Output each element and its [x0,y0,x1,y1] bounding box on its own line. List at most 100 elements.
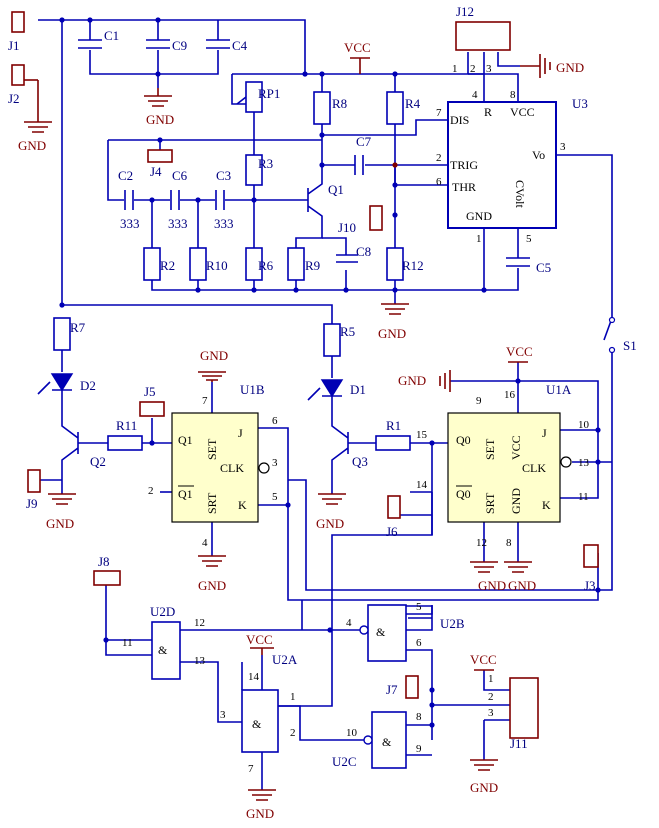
component-labels: J1 J2 GND C1 C9 C4 GND VCC J12 GND U3 RP… [8,4,637,821]
j1-header [11,11,25,33]
u1b-pin-3: 3 [272,457,278,469]
pin-2-trig: 2 [436,152,442,164]
label-c2-value: 333 [120,216,140,231]
ne555-thr: THR [452,180,476,194]
label-gnd-u1b: GND [200,348,228,363]
j12-pin-1: 1 [452,63,458,75]
u2c-body [371,711,407,769]
label-j10: J10 [338,220,356,235]
label-c4: C4 [232,38,248,53]
ne555-body [447,101,557,229]
u1a-pin-11: 11 [578,491,589,503]
j12-pin-3: 3 [486,63,492,75]
pin-8-vcc: 8 [510,89,516,101]
u1b-q1b: Q1 [178,487,193,501]
label-j4: J4 [150,164,162,179]
u1b-srt: SRT [205,492,219,514]
j2-header [11,64,25,86]
label-c7: C7 [356,134,372,149]
u1a-clk: CLK [522,461,546,475]
u1a-set: SET [483,438,497,460]
j10-header [369,205,383,231]
j5-header [139,401,165,417]
label-r5: R5 [340,324,355,339]
label-c5: C5 [536,260,551,275]
ne555-r: R [484,105,492,119]
label-u2a: U2A [272,652,298,667]
label-j1: J1 [8,38,20,53]
ne555-dis: DIS [450,113,469,127]
ne555-vcc: VCC [510,105,535,119]
label-c3-value: 333 [214,216,234,231]
ne555-cvolt: CVolt [513,180,527,208]
u1a-pin-9: 9 [476,395,482,407]
u2b-pin-4: 4 [346,617,352,629]
j3-header [583,544,599,568]
u1b-body [171,412,259,523]
u1b-clk: CLK [220,461,244,475]
pin-1-gnd: 1 [476,233,482,245]
u1b-pin-7: 7 [202,395,208,407]
u1a-body [447,412,561,523]
j11-pin-3: 3 [488,707,494,719]
label-j3: J3 [584,578,596,593]
label-u2c: U2C [332,754,357,769]
u1b-pin-4: 4 [202,537,208,549]
label-vcc-top: VCC [344,40,371,55]
label-c8: C8 [356,244,371,259]
middle-wiring [40,304,612,707]
u2c-pin-8: 8 [416,711,422,723]
ne555-trig: TRIG [450,158,478,172]
u2a-amp: & [252,717,262,731]
ff-labels: Q1 Q1 SET SRT J CLK K Q0 Q0 SET SRT VCC … [178,426,551,514]
j9-header [27,469,41,493]
j11-pin-1: 1 [488,673,494,685]
u1a-pin-8: 8 [506,537,512,549]
label-c6-value: 333 [168,216,188,231]
u2a-pin-14: 14 [248,671,260,683]
label-u1b: U1B [240,382,265,397]
u1a-pin-14: 14 [416,479,428,491]
label-c2: C2 [118,168,133,183]
label-j2: J2 [8,91,20,106]
label-gnd-top-bottom: GND [378,326,406,341]
label-r12: R12 [402,258,424,273]
label-gnd-j12: GND [556,60,584,75]
label-r1: R1 [386,418,401,433]
label-gnd-u1a: GND [398,373,426,388]
j12-header [455,21,511,51]
label-gnd-j2: GND [18,138,46,153]
ne555-gnd: GND [466,209,492,223]
pin-7-dis: 7 [436,107,442,119]
u2d-amp: & [158,643,168,657]
j8-header [93,570,121,586]
label-r8: R8 [332,96,347,111]
u1b-set: SET [205,438,219,460]
u1b-pin-2: 2 [148,485,154,497]
resistors [53,81,411,451]
u2b-body [367,604,407,662]
label-gnd-u1b-bottom: GND [198,578,226,593]
j11-pin-2: 2 [488,691,494,703]
label-vcc-u2a: VCC [246,632,273,647]
label-r6: R6 [258,258,274,273]
pin-numbers: 7 4 8 2 3 6 1 5 1 2 3 7 6 3 5 2 4 9 16 1… [122,63,590,775]
label-u2b: U2B [440,616,465,631]
label-r11: R11 [116,418,137,433]
label-rp1: RP1 [258,86,280,101]
junctions [59,17,601,728]
label-j11: J11 [510,736,528,751]
label-vcc-j11: VCC [470,652,497,667]
s1-switch [603,316,616,354]
u1b-pin-5: 5 [272,491,278,503]
j6-header [387,495,401,519]
u2d-body [151,621,181,680]
u1a-pin-16: 16 [504,389,516,401]
label-j7: J7 [386,682,398,697]
label-c3: C3 [216,168,231,183]
u2c-pin-10: 10 [346,727,358,739]
pin-4-r: 4 [472,89,478,101]
pin-6-thr: 6 [436,176,442,188]
j7-header [405,675,419,699]
